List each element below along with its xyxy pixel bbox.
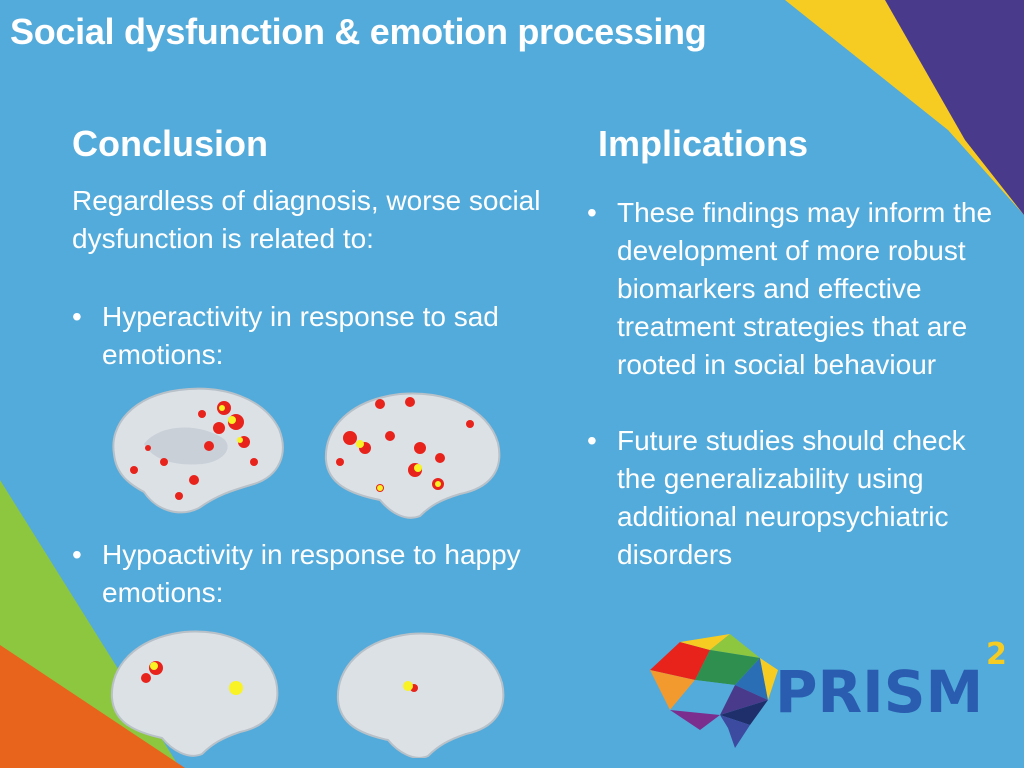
bullet-text: These findings may inform the developmen… <box>617 197 993 380</box>
brain-sad-lateral-image <box>324 392 501 519</box>
orange-triangle-bottom-left <box>0 645 185 768</box>
bullet-text: Hypoactivity in response to happy emotio… <box>102 539 521 608</box>
list-item: • Hypoactivity in response to happy emot… <box>72 536 552 612</box>
bullet-text: Future studies should check the generali… <box>617 425 966 570</box>
brain-sad-medial-image <box>112 387 284 514</box>
conclusion-bullet-1: • Hyperactivity in response to sad emoti… <box>72 298 572 374</box>
bullet-dot: • <box>587 197 597 228</box>
prism-logo: PRISM 2 <box>650 634 1007 748</box>
bullet-dot: • <box>72 539 82 570</box>
implications-heading: Implications <box>598 123 809 164</box>
conclusion-bullet-2: • Hypoactivity in response to happy emot… <box>72 536 552 612</box>
brain-happy-left-image <box>110 630 279 757</box>
brain-happy-right-image <box>336 632 505 758</box>
logo-word: PRISM <box>775 658 983 726</box>
conclusion-intro: Regardless of diagnosis, worse social dy… <box>72 185 541 254</box>
list-item: • These findings may inform the developm… <box>587 194 1012 384</box>
purple-triangle-top-right <box>885 0 1024 215</box>
bullet-text: Hyperactivity in response to sad emotion… <box>102 301 499 370</box>
bullet-dot: • <box>587 425 597 456</box>
logo-superscript: 2 <box>986 637 1007 672</box>
slide-title: Social dysfunction & emotion processing <box>10 11 707 52</box>
brain-mosaic-icon <box>650 634 778 748</box>
implications-list: • These findings may inform the developm… <box>587 194 1012 574</box>
conclusion-heading: Conclusion <box>72 123 268 164</box>
list-item: • Hyperactivity in response to sad emoti… <box>72 298 572 374</box>
bullet-dot: • <box>72 301 82 332</box>
list-item: • Future studies should check the genera… <box>587 422 1012 574</box>
